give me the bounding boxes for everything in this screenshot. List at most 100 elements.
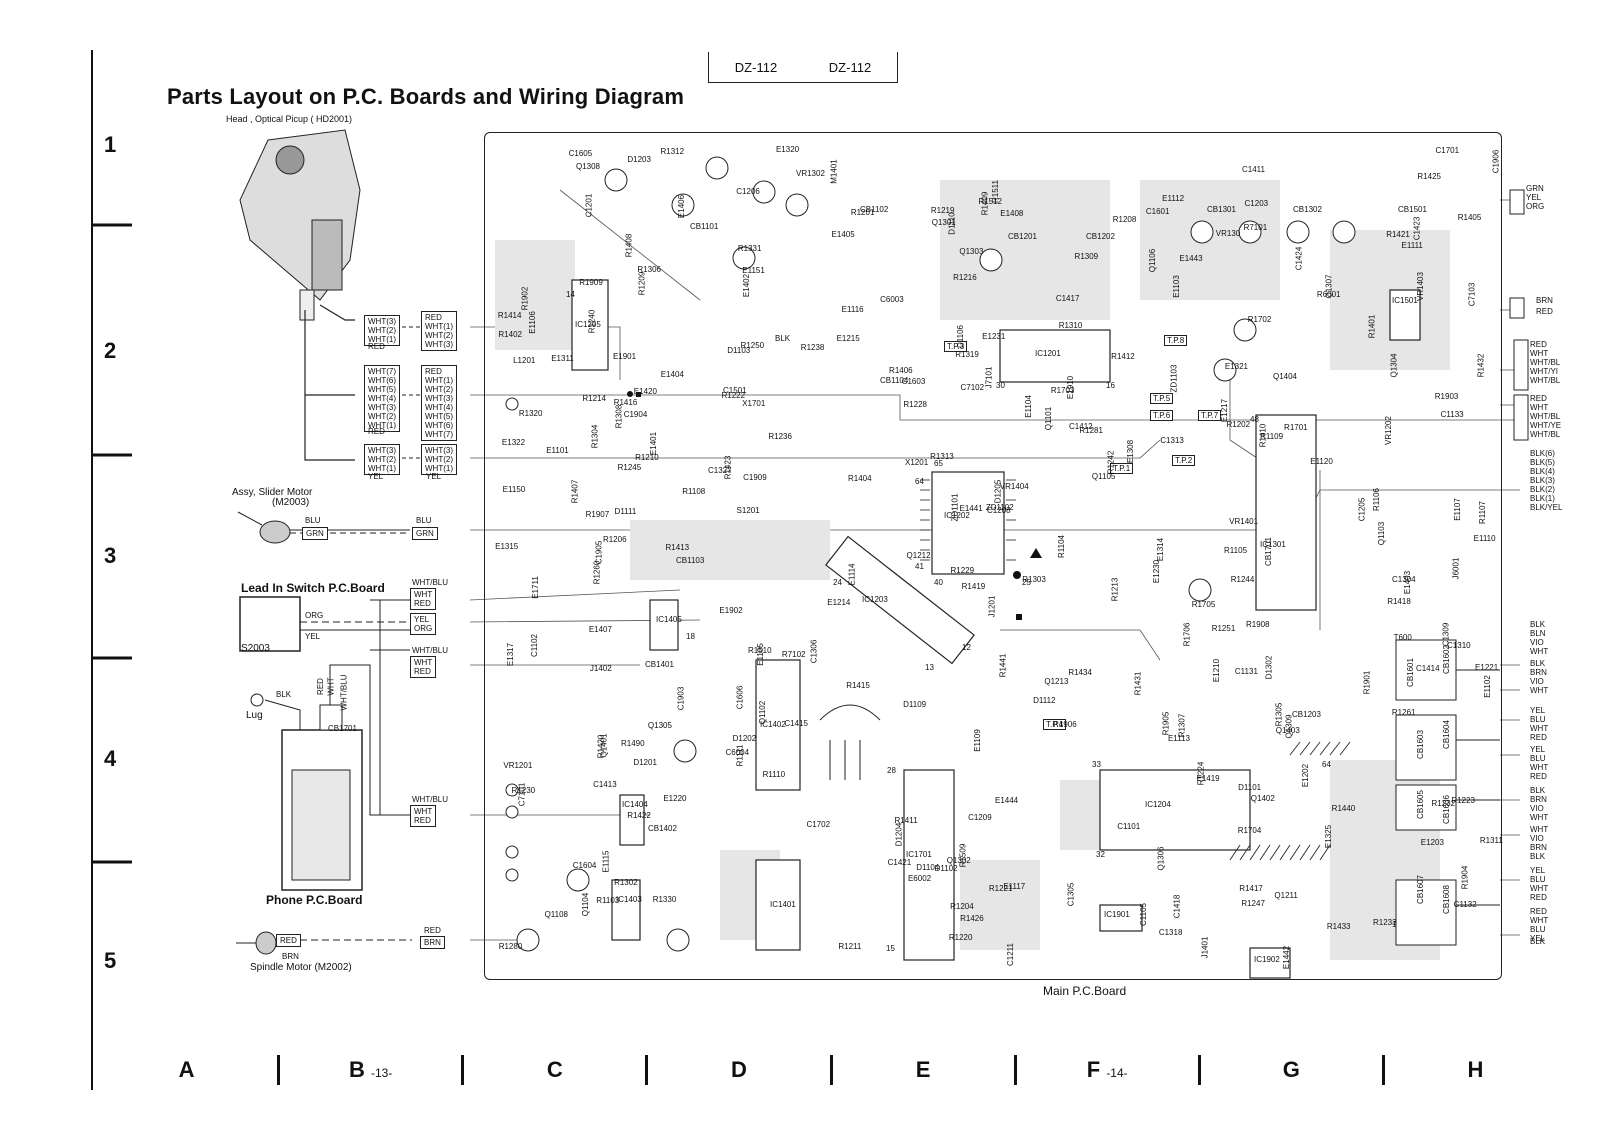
pin-number: 33 bbox=[1092, 760, 1101, 769]
component-ref-label: R1310 bbox=[1058, 320, 1083, 330]
component-ref-label: C7102 bbox=[960, 383, 985, 393]
component-ref-label: R1104 bbox=[1056, 535, 1066, 559]
component-ref-label: R1404 bbox=[847, 474, 872, 484]
connector-label: CB1102 bbox=[860, 205, 889, 214]
page-title: Parts Layout on P.C. Boards and Wiring D… bbox=[167, 84, 685, 109]
component-ref-label: C1133 bbox=[1440, 409, 1464, 419]
col-e: E bbox=[915, 1057, 931, 1082]
connector-label: CB1604 bbox=[1441, 720, 1451, 749]
component-ref-label: C1605 bbox=[568, 149, 593, 159]
component-ref-label: D1112 bbox=[1033, 696, 1056, 706]
component-ref-label: E1902 bbox=[719, 605, 743, 615]
component-ref-label: R1406 bbox=[889, 365, 913, 375]
component-ref-label: E1230 bbox=[1151, 559, 1161, 583]
component-ref-label: R1107 bbox=[1477, 501, 1487, 525]
component-ref-label: E1103 bbox=[1171, 275, 1181, 299]
component-ref-label: Q1303 bbox=[959, 246, 984, 256]
ic-label: IC1301 bbox=[1260, 540, 1286, 549]
component-ref-label: R1306 bbox=[637, 264, 661, 274]
component-ref-label: R1509 bbox=[958, 843, 968, 867]
component-ref-label: E1444 bbox=[995, 795, 1019, 805]
component-ref-label: R1105 bbox=[1224, 545, 1248, 555]
component-ref-label: R1110 bbox=[762, 769, 786, 779]
pin-number: 28 bbox=[887, 766, 896, 775]
connector-label: CB1401 bbox=[645, 660, 674, 669]
component-ref-label: R1907 bbox=[585, 509, 610, 519]
component-ref-label: E1217 bbox=[1219, 398, 1229, 422]
component-ref-label: R1908 bbox=[1245, 619, 1270, 629]
connector-label: CB1104 bbox=[880, 376, 909, 385]
pickup-c-yel: YEL bbox=[368, 472, 384, 481]
component-ref-label: E1314 bbox=[1156, 538, 1166, 562]
component-ref-label: R1416 bbox=[613, 398, 638, 408]
component-ref-label: D1202 bbox=[732, 733, 757, 743]
col-a: A bbox=[178, 1057, 195, 1082]
component-ref-label: Q1101 bbox=[1043, 407, 1053, 431]
component-ref-label: R1419 bbox=[961, 581, 986, 591]
right-wires-5: BLK(6)BLK(5)BLK(4)BLK(3)BLK(2)BLK(1)BLK/… bbox=[1530, 449, 1563, 512]
component-ref-label: E1441 bbox=[959, 504, 983, 514]
slider-motor-ref: (M2003) bbox=[272, 497, 310, 508]
component-ref-label: C1208 bbox=[986, 506, 1011, 516]
component-ref-label: T600 bbox=[1393, 633, 1412, 643]
connector-label: CB1103 bbox=[676, 556, 705, 565]
component-ref-label: E1110 bbox=[1473, 534, 1496, 544]
component-ref-label: R1103 bbox=[596, 895, 620, 905]
component-ref-label: C6004 bbox=[725, 748, 750, 758]
component-ref-label: R1408 bbox=[624, 233, 634, 258]
component-ref-label: R1423 bbox=[723, 455, 733, 480]
lead-in-board-label: Lead In Switch P.C.Board bbox=[241, 581, 385, 595]
row-5: 5 bbox=[104, 948, 117, 973]
component-ref-label: R1906 bbox=[1053, 720, 1077, 730]
component-ref-label: D1109 bbox=[903, 699, 927, 709]
main-pc-board bbox=[484, 132, 1502, 980]
component-ref-label: R1905 bbox=[1161, 711, 1171, 736]
component-ref-label: R1232 bbox=[1431, 799, 1456, 809]
component-ref-label: C1603 bbox=[901, 376, 926, 386]
row-1: 1 bbox=[104, 132, 117, 157]
component-ref-label: R1703 bbox=[1050, 385, 1075, 395]
connector-label: CB1202 bbox=[1086, 232, 1115, 241]
component-ref-label: R1229 bbox=[950, 566, 975, 575]
lug-label: Lug bbox=[246, 710, 263, 721]
component-ref-label: R1201 bbox=[850, 207, 875, 217]
component-ref-label: C1310 bbox=[1447, 641, 1471, 651]
component-ref-label: R1417 bbox=[1239, 883, 1263, 893]
row-2: 2 bbox=[104, 338, 117, 363]
component-ref-label: R1705 bbox=[1191, 600, 1216, 610]
row-3: 3 bbox=[104, 543, 117, 568]
test-point-label: T.P.1 bbox=[1110, 463, 1134, 474]
component-ref-label: R1706 bbox=[1182, 622, 1192, 647]
component-ref-label: D1104 bbox=[916, 862, 940, 872]
ic-label: IC1401 bbox=[770, 900, 796, 909]
component-ref-label: Q1404 bbox=[1272, 372, 1297, 382]
component-ref-label: R1410 bbox=[1258, 423, 1268, 448]
component-ref-label: R1223 bbox=[1451, 795, 1475, 805]
test-point-label: T.P.6 bbox=[1150, 410, 1174, 421]
component-ref-label: E1231 bbox=[982, 332, 1006, 342]
component-ref-label: R1251 bbox=[1211, 624, 1236, 634]
component-ref-label: R1512 bbox=[978, 197, 1002, 207]
component-ref-label: E1325 bbox=[1324, 825, 1334, 849]
component-ref-label: E1910 bbox=[1065, 375, 1075, 399]
col-g: G bbox=[1282, 1057, 1300, 1082]
component-ref-label: R1210 bbox=[635, 452, 659, 462]
component-ref-label: D1302 bbox=[1264, 655, 1274, 679]
col-b: B -13- bbox=[349, 1057, 393, 1082]
component-ref-label: J1401 bbox=[1200, 936, 1210, 959]
connector-label: CB1301 bbox=[1207, 205, 1236, 214]
pickup-connector-b: WHT(7)WHT(6)WHT(5)WHT(4)WHT(3)WHT(2)WHT(… bbox=[364, 365, 400, 432]
wire-blk-label-2: BLK bbox=[1530, 937, 1546, 946]
component-ref-label: R1904 bbox=[1460, 865, 1470, 890]
ic-label: IC1403 bbox=[616, 895, 642, 904]
col-separator bbox=[645, 1055, 649, 1085]
component-ref-label: R1702 bbox=[1247, 315, 1272, 325]
component-ref-label: E1420 bbox=[633, 387, 657, 397]
pickup-plug-c: WHT(3)WHT(2)WHT(1) bbox=[421, 444, 457, 475]
component-ref-label: R1313 bbox=[930, 452, 954, 462]
component-ref-label: E1151 bbox=[742, 266, 765, 276]
